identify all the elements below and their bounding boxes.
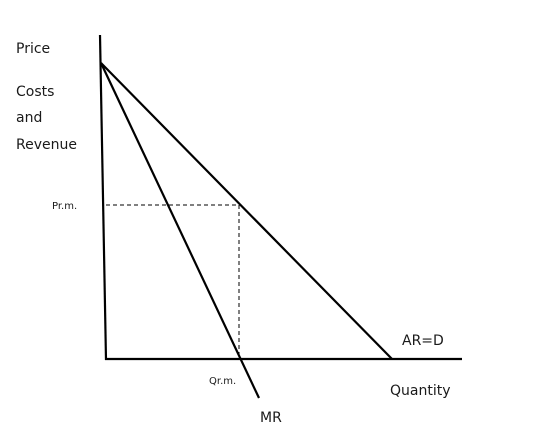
y-axis xyxy=(98,34,108,361)
quantity-equilibrium-label: Qr.m. xyxy=(209,376,236,387)
demand-curve xyxy=(100,62,393,360)
y-axis-label-revenue: Revenue xyxy=(16,137,77,153)
x-axis-label: Quantity xyxy=(390,383,451,399)
marginal-revenue-curve xyxy=(100,62,260,399)
price-equilibrium-label: Pr.m. xyxy=(52,201,77,212)
y-axis-label-price: Price xyxy=(16,41,50,57)
marginal-revenue-label: MR xyxy=(260,410,282,426)
demand-curve-label: AR=D xyxy=(402,333,444,349)
y-axis-label-costs: Costs xyxy=(16,84,54,100)
y-axis-label-and: and xyxy=(16,110,42,126)
